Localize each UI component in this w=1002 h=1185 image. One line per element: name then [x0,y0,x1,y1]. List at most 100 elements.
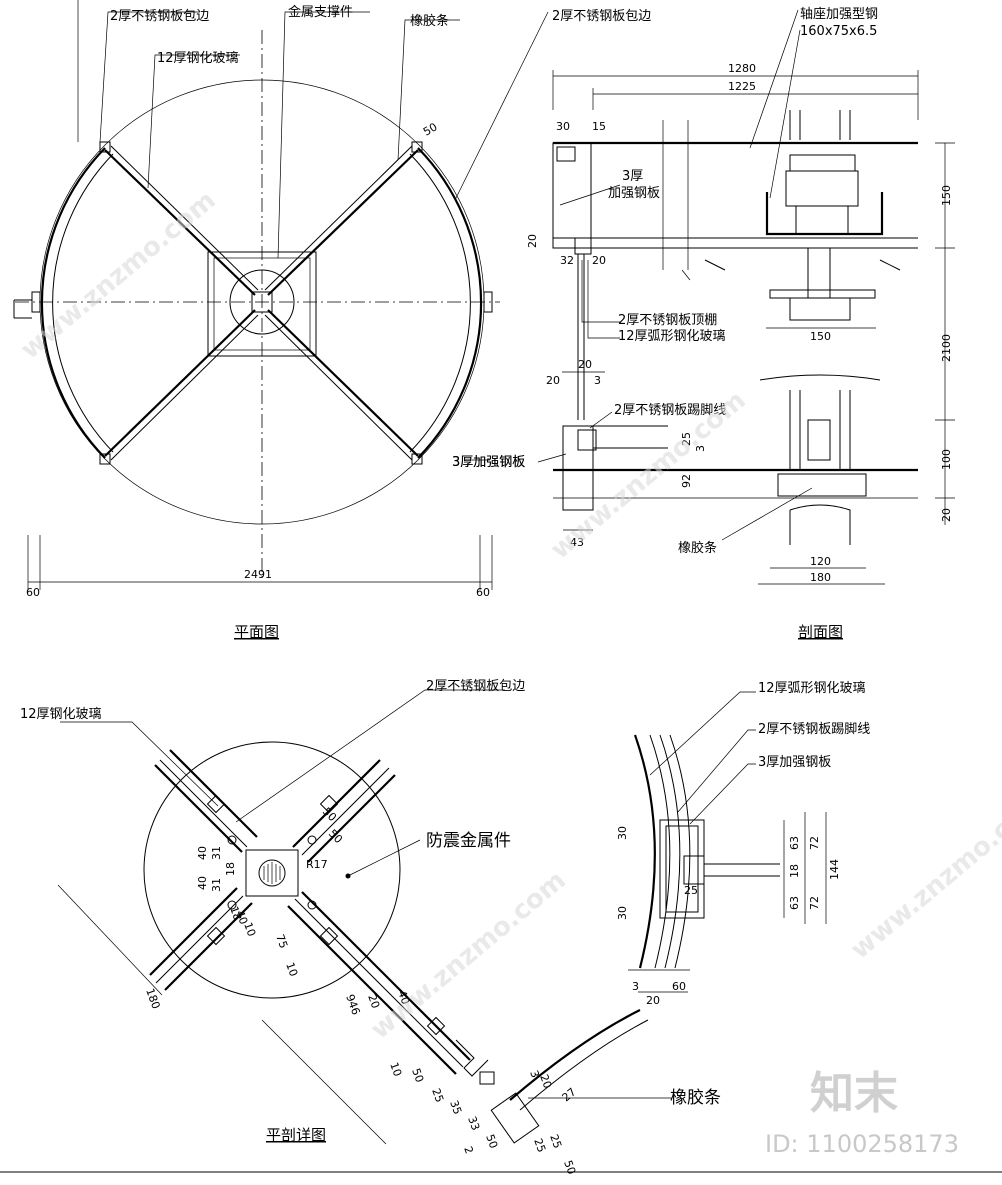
watermark-site-4: www.znzmo.com [845,785,1002,965]
section-reinforcing-plate-bottom [562,425,594,511]
section-dim-20a: 20 [526,234,539,248]
detail-dim-25a: 25 [429,1087,446,1105]
detail-arm-lower-right [287,891,471,1075]
edge-label-plate: 3厚加强钢板 [758,755,831,770]
section-label-rubber-strip: 橡胶条 [678,540,717,556]
section-label-curved-glass: 12厚弧形钢化玻璃 [618,329,726,344]
section-dim-92: 92 [680,474,693,488]
detail-dim-50e: 50 [561,1159,578,1177]
section-label-plate-line1: 3厚 [622,169,643,184]
detail-curved-glass [509,1009,641,1101]
edge-dim-18: 18 [788,864,801,878]
plan-leaf-lower-right [267,309,419,457]
section-dim-3: 3 [594,374,601,387]
edge-dim-25: 25 [684,884,698,897]
section-dim-150b: 150 [810,330,831,343]
edge-dim-30b: 30 [616,906,629,920]
section-dim-3b: 3 [694,445,707,452]
plan-leaf-upper-right [267,149,419,296]
plan-dim-right-margin: 60 [476,586,490,599]
plan-dim-edge: 50 [421,120,440,138]
edge-dim-63b: 63 [788,896,801,910]
section-dim-1280: 1280 [728,62,756,75]
detail-label-rubber-strip: 橡胶条 [670,1088,721,1108]
detail-title: 平剖详图 [266,1126,326,1144]
section-dim-20d: 20 [546,374,560,387]
plan-label-plate: 3厚加强钢板 [452,455,525,470]
section-dim-15: 15 [592,120,606,133]
plan-metal-support [207,251,317,357]
plan-dim-left-margin: 60 [26,586,40,599]
section-dim-150a: 150 [940,185,953,206]
section-dim-20e: 20 [940,508,953,522]
detail-label-stainless-edge: 2厚不锈钢板包边 [426,679,525,694]
plan-label-rubber-strip: 橡胶条 [410,13,449,29]
detail-view: 12厚钢化玻璃 2厚不锈钢板包边 防震金属件 橡胶条 R17 50 50 40 … [20,679,721,1176]
detail-dim-10c: 10 [387,1061,404,1079]
detail-dim-50c: 50 [409,1067,426,1085]
watermark-id: ID: 1100258173 [765,1130,959,1158]
watermark-site-1: www.znzmo.com [15,185,221,365]
section-reinforcing-plate-top [552,142,592,249]
section-dim-30: 30 [556,120,570,133]
section-dim-120: 120 [810,555,831,568]
detail-dim-35: 35 [447,1099,464,1117]
detail-dim-946: 946 [343,993,362,1017]
edge-dim-3: 3 [632,980,639,993]
section-dim-25: 25 [680,432,693,446]
detail-dim-25b: 25 [531,1137,548,1155]
plan-title: 平面图 [234,623,279,641]
detail-end-plate [490,1092,540,1144]
watermark-site-3: www.znzmo.com [365,865,571,1045]
section-label-plate-line2: 加强钢板 [608,186,660,201]
detail-label-glass: 12厚钢化玻璃 [20,707,102,722]
plan-label-stainless-edge-right: 2厚不锈钢板包边 [552,9,651,24]
plan-dim-overall: 2491 [244,568,272,581]
plan-right-curved-glass [417,147,483,459]
plan-label-metal-support: 金属支撑件 [288,4,353,20]
section-dim-43: 43 [570,536,584,549]
detail-dim-50d: 50 [483,1133,500,1151]
edge-detail-view: 12厚弧形钢化玻璃 2厚不锈钢板踢脚线 3厚加强钢板 30 30 63 72 1… [616,681,870,1007]
edge-dim-72b: 72 [808,896,821,910]
detail-label-r17: R17 [306,858,328,871]
detail-dim-40d: 40 [395,989,412,1007]
section-view: 轴座加强型钢 160x75x6.5 3厚 加强钢板 2厚不锈钢板顶棚 12厚弧形… [452,7,955,641]
section-dim-32: 32 [560,254,574,267]
detail-dim-20: 20 [365,993,382,1011]
detail-dim-31a: 31 [210,846,223,860]
watermark-layer: www.znzmo.com www.znzmo.com www.znzmo.co… [15,185,1002,1158]
section-label-axle-steel-size: 160x75x6.5 [800,24,877,39]
detail-arm-upper-left [154,749,258,853]
edge-label-curved-glass: 12厚弧形钢化玻璃 [758,681,866,696]
detail-dim-50b: 50 [326,827,345,846]
edge-dim-72a: 72 [808,836,821,850]
edge-dim-20: 20 [646,994,660,1007]
plan-leaf-upper-left [104,149,256,296]
detail-dim-27: 27 [560,1085,579,1104]
detail-hub [245,849,299,897]
section-title: 剖面图 [798,623,843,641]
detail-label-anti-seismic: 防震金属件 [426,831,511,851]
section-label-axle-steel: 轴座加强型钢 [800,7,878,22]
detail-dim-40c: 40 [233,909,250,927]
edge-dim-60: 60 [672,980,686,993]
detail-dim-40a: 40 [196,846,209,860]
detail-dim-3: 3 [527,1069,542,1080]
section-label-plate: 3厚加强钢板 [452,455,525,470]
watermark-brand: 知末 [810,1068,898,1119]
section-dim-1225: 1225 [728,80,756,93]
section-dim-2100: 2100 [940,334,953,362]
detail-dim-10b: 10 [283,961,300,979]
section-dim-20c: 20 [578,358,592,371]
plan-label-stainless-edge-left: 2厚不锈钢板包边 [110,9,209,24]
edge-curved-glass-outer [633,734,656,969]
detail-anti-seismic-disc [143,741,401,999]
section-dim-100: 100 [940,449,953,470]
detail-dim-18a: 18 [224,862,237,876]
detail-dim-75: 75 [273,933,290,951]
section-dim-180: 180 [810,571,831,584]
section-label-ceiling: 2厚不锈钢板顶棚 [618,313,717,328]
detail-dim-18b: 18 [227,905,244,923]
